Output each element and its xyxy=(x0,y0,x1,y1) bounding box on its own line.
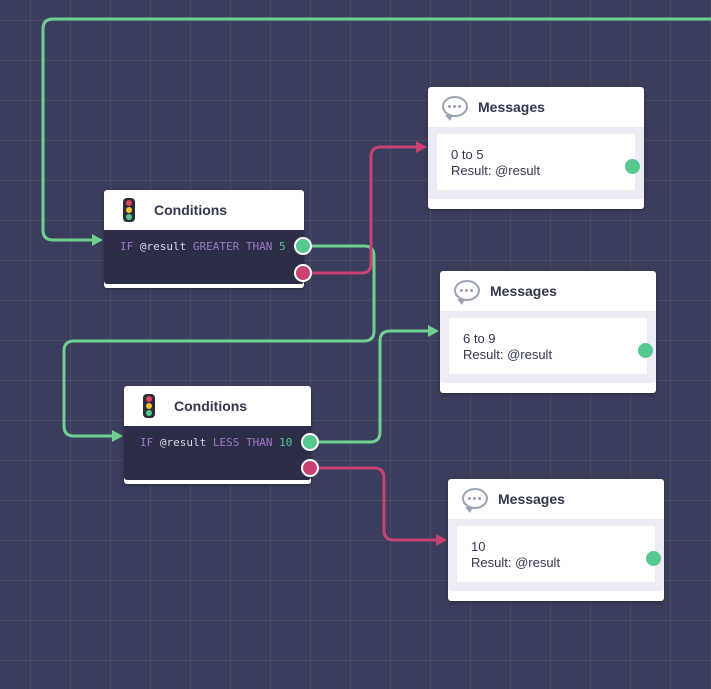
true-output-port[interactable] xyxy=(301,433,319,451)
condition-expression-area[interactable]: IF @result GREATER THAN 5 xyxy=(104,230,304,284)
chat-bubble-icon xyxy=(452,277,480,305)
chat-bubble-icon xyxy=(460,485,488,513)
condition-operator: GREATER THAN xyxy=(192,240,273,253)
condition-operator: LESS THAN xyxy=(212,436,273,449)
false-output-port[interactable] xyxy=(294,264,312,282)
message-body: 0 to 5 Result: @result xyxy=(428,127,644,199)
condition-expression: IF @result GREATER THAN 5 xyxy=(120,240,286,253)
false-output-port[interactable] xyxy=(301,459,319,477)
chat-bubble-icon xyxy=(440,93,468,121)
message-content[interactable]: 10 Result: @result xyxy=(457,526,655,582)
condition-title: Conditions xyxy=(174,398,248,414)
wire-incoming-to-condition-1 xyxy=(41,17,711,242)
message-node-header[interactable]: Messages xyxy=(428,87,644,127)
condition-title: Conditions xyxy=(154,202,228,218)
condition-node-2[interactable]: Conditions IF @result LESS THAN 10 xyxy=(124,386,319,484)
message-text-line-2: Result: @result xyxy=(451,163,541,178)
message-title: Messages xyxy=(498,491,565,507)
wire-condition-1-false-to-message-1 xyxy=(310,145,418,275)
condition-variable: @result xyxy=(159,436,207,449)
message-content[interactable]: 0 to 5 Result: @result xyxy=(437,134,635,190)
traffic-light-icon xyxy=(116,196,144,224)
condition-node-header[interactable]: Conditions xyxy=(104,190,304,230)
message-title: Messages xyxy=(478,99,545,115)
arrowhead xyxy=(436,534,447,546)
if-keyword: IF xyxy=(140,436,154,449)
condition-node-1[interactable]: Conditions IF @result GREATER THAN 5 xyxy=(104,190,312,288)
traffic-light-icon xyxy=(136,392,164,420)
message-text-line-1: 6 to 9 xyxy=(463,331,496,346)
arrowhead xyxy=(416,141,427,153)
if-keyword: IF xyxy=(120,240,134,253)
wire-condition-2-false-to-message-3 xyxy=(317,466,438,542)
message-title: Messages xyxy=(490,283,557,299)
wire-condition-1-true-to-condition-2 xyxy=(62,244,376,438)
condition-value: 10 xyxy=(279,436,293,449)
message-node-2[interactable]: Messages 6 to 9 Result: @result xyxy=(440,271,656,393)
message-node-1[interactable]: Messages 0 to 5 Result: @result xyxy=(428,87,644,209)
message-content[interactable]: 6 to 9 Result: @result xyxy=(449,318,647,374)
condition-variable: @result xyxy=(139,240,187,253)
condition-value: 5 xyxy=(278,240,286,253)
condition-expression-area[interactable]: IF @result LESS THAN 10 xyxy=(124,426,311,480)
arrowhead xyxy=(92,234,103,246)
true-output-port[interactable] xyxy=(294,237,312,255)
message-output-port[interactable] xyxy=(625,159,640,174)
message-text-line-1: 0 to 5 xyxy=(451,147,484,162)
message-output-port[interactable] xyxy=(638,343,653,358)
message-output-port[interactable] xyxy=(646,551,661,566)
message-node-header[interactable]: Messages xyxy=(448,479,664,519)
arrowhead xyxy=(112,430,123,442)
wire-condition-2-true-to-message-2 xyxy=(317,329,430,444)
message-text-line-1: 10 xyxy=(471,539,486,554)
message-body: 6 to 9 Result: @result xyxy=(440,311,656,383)
message-node-3[interactable]: Messages 10 Result: @result xyxy=(448,479,664,601)
message-body: 10 Result: @result xyxy=(448,519,664,591)
message-node-header[interactable]: Messages xyxy=(440,271,656,311)
condition-node-header[interactable]: Conditions xyxy=(124,386,311,426)
message-text-line-2: Result: @result xyxy=(463,347,553,362)
condition-expression: IF @result LESS THAN 10 xyxy=(140,436,292,449)
arrowhead xyxy=(428,325,439,337)
message-text-line-2: Result: @result xyxy=(471,555,561,570)
